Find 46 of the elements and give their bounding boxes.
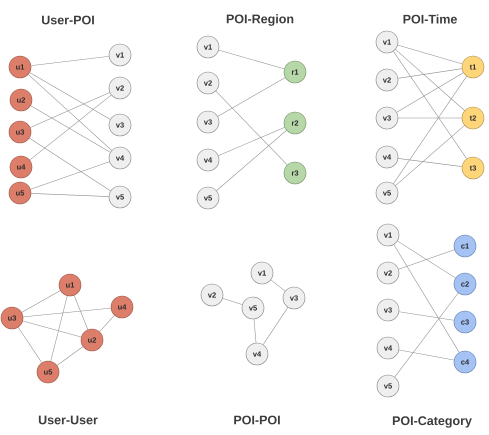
edge-line: [398, 68, 462, 79]
edge-line: [262, 307, 288, 345]
edge-line: [398, 350, 454, 360]
edge-line: [396, 72, 464, 112]
edge-line: [99, 315, 115, 332]
edge-line: [74, 295, 88, 330]
edge-line: [56, 346, 84, 366]
panel-title: POI-Region: [226, 14, 294, 26]
edge-line: [398, 311, 454, 321]
edge-line: [397, 240, 456, 278]
edge-line: [398, 249, 455, 270]
edge-line: [222, 298, 243, 305]
edge-line: [31, 193, 109, 197]
edge-line: [216, 90, 288, 166]
edge-line: [394, 244, 460, 353]
edge-line: [394, 292, 458, 378]
edge-line: [30, 161, 110, 190]
edge-line: [254, 318, 256, 343]
edge-line: [50, 296, 68, 362]
edge-line: [30, 105, 111, 153]
edge-line: [398, 44, 462, 64]
edge-line: [22, 290, 60, 313]
edge-line: [395, 125, 465, 186]
edge-line: [393, 51, 467, 159]
edge-line: [28, 74, 112, 151]
edge-line: [398, 158, 462, 167]
edge-line: [30, 72, 110, 120]
edge-line: [18, 327, 42, 363]
edge-line: [218, 50, 284, 70]
edge-line: [393, 76, 467, 184]
edge-line: [30, 94, 112, 160]
edge-line: [29, 138, 111, 192]
edge-line: [270, 280, 286, 292]
panel-title: User-User: [38, 416, 98, 424]
panel-title: POI-POI: [234, 416, 280, 424]
edge-line: [216, 130, 287, 191]
edge-line: [22, 320, 82, 338]
edge-line: [218, 127, 285, 156]
edge-line: [30, 92, 110, 128]
panel-title: POI-Category: [392, 416, 472, 428]
panel-title: POI-Time: [404, 14, 457, 24]
edge-line: [22, 308, 112, 318]
edge-line: [395, 49, 465, 111]
panel-title: User-POI: [42, 16, 94, 24]
edge-line: [30, 56, 110, 66]
edge-line: [218, 77, 286, 117]
